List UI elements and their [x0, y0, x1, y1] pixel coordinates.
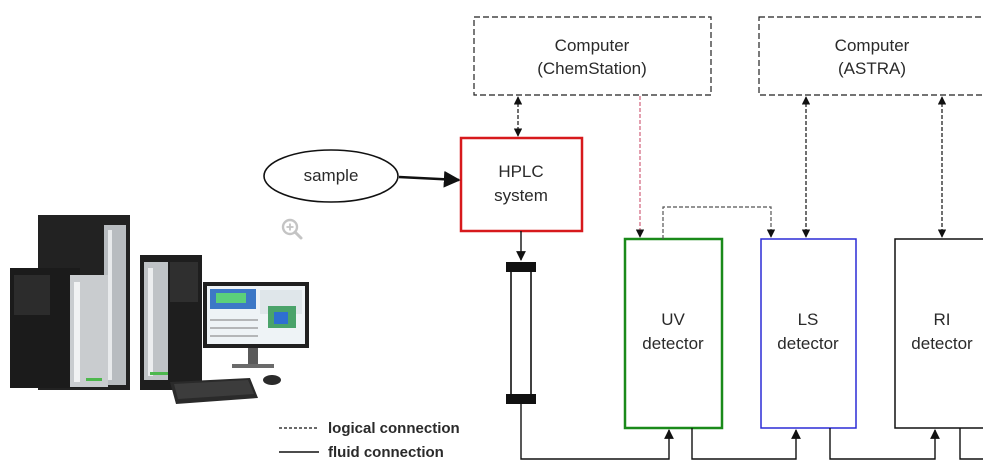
- ls-line2: detector: [777, 334, 839, 353]
- ri-outlet-line: [959, 428, 983, 460]
- sample-node: sample: [263, 149, 399, 203]
- instrument-illustration: [10, 215, 309, 404]
- zoom-in-icon[interactable]: [281, 218, 303, 240]
- ri-detector-box: RI detector: [894, 238, 983, 429]
- computer-astra-box: Computer (ASTRA): [758, 16, 983, 96]
- hplc-line1: HPLC: [498, 162, 543, 181]
- uv-ls-sync-link: [662, 206, 776, 239]
- legend-fluid-label: fluid connection: [328, 444, 444, 461]
- sample-to-hplc-arrow: [398, 170, 461, 188]
- uv-to-ls-line: [691, 428, 801, 460]
- logical-connections: [513, 96, 947, 239]
- computer-chemstation-box: Computer (ChemStation): [473, 16, 712, 96]
- ri-line2: detector: [911, 334, 973, 353]
- hplc-system-box: HPLC system: [459, 136, 584, 233]
- ls-line1: LS: [798, 310, 819, 329]
- uv-line2: detector: [642, 334, 704, 353]
- column-to-uv-line: [520, 404, 674, 460]
- legend: logical connection fluid connection: [279, 420, 460, 461]
- uv-detector-box: UV detector: [623, 237, 724, 430]
- ls-detector-box: LS detector: [760, 238, 857, 429]
- uv-line1: UV: [661, 310, 685, 329]
- fluid-connections: [398, 170, 983, 460]
- ls-to-ri-line: [829, 428, 940, 460]
- ri-line1: RI: [934, 310, 951, 329]
- computer-chemstation-line2: (ChemStation): [537, 59, 647, 78]
- computer-astra-line2: (ASTRA): [838, 59, 906, 78]
- hplc-line2: system: [494, 186, 548, 205]
- column: [506, 262, 536, 404]
- sample-label: sample: [304, 166, 359, 185]
- legend-logical-label: logical connection: [328, 420, 460, 437]
- computer-astra-line1: Computer: [835, 36, 910, 55]
- computer-chemstation-line1: Computer: [555, 36, 630, 55]
